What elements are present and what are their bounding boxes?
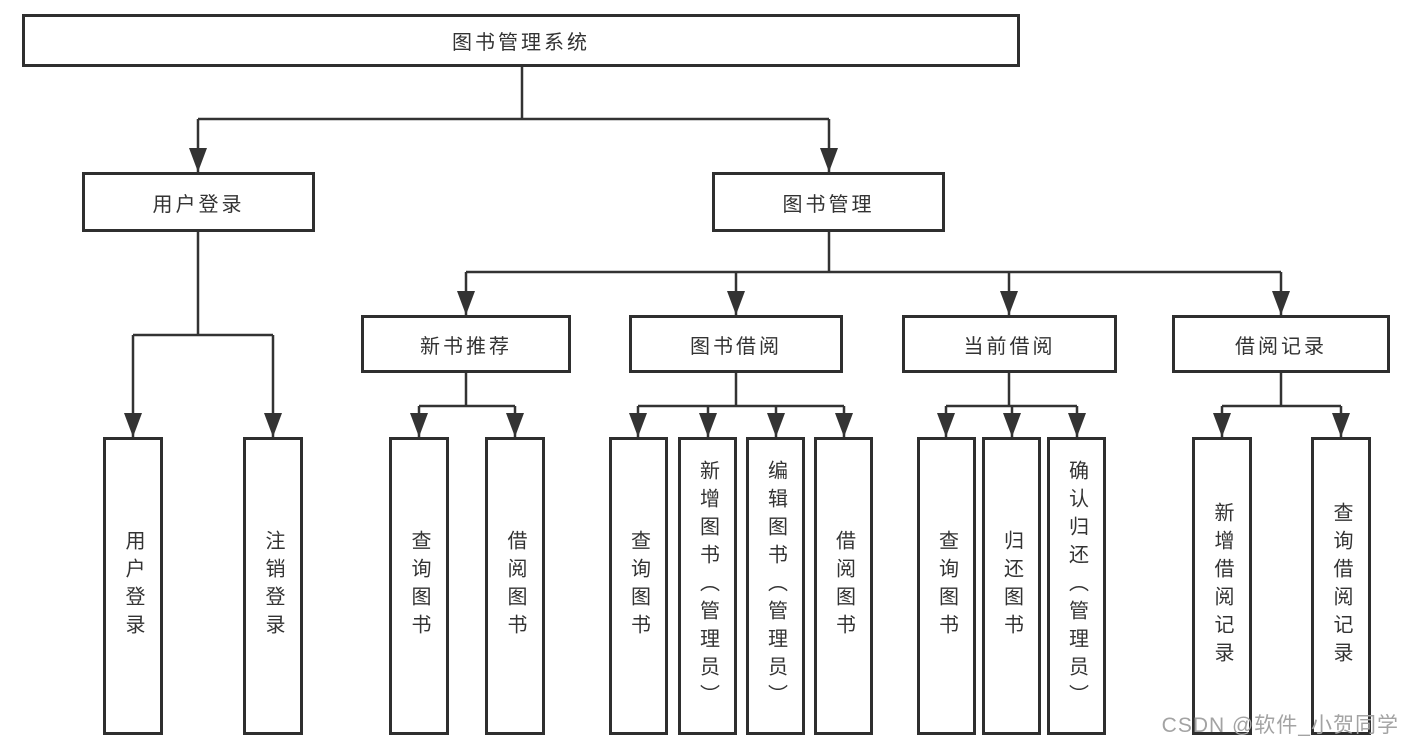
leaf-label: 归还图书 [1000,530,1023,642]
leaf-query-books-recommend: 查询图书 [389,437,449,735]
node-label: 借阅记录 [1235,335,1327,358]
node-book-borrow: 图书借阅 [629,315,843,373]
leaf-label: 查询图书 [627,530,650,642]
leaf-edit-book-admin: 编辑图书（管理员） [746,437,805,735]
leaf-add-book-admin: 新增图书（管理员） [678,437,737,735]
connector-borrow-to-leaves [629,373,853,437]
connector-management-to-level3 [457,232,1290,315]
leaf-label: 用户登录 [122,530,144,642]
leaf-label: 新增借阅记录 [1211,502,1233,670]
leaf-label: 查询图书 [408,530,430,642]
node-label: 新书推荐 [420,335,512,358]
leaf-return-books: 归还图书 [982,437,1041,735]
csdn-watermark: CSDN @软件_小贺同学 [1161,714,1399,737]
leaf-borrow-books: 借阅图书 [814,437,873,735]
connector-login-to-leaves [124,232,282,437]
leaf-label: 查询借阅记录 [1330,502,1352,670]
leaf-label: 借阅图书 [832,530,855,642]
leaf-borrow-books-recommend: 借阅图书 [485,437,545,735]
leaf-confirm-return-admin: 确认归还（管理员） [1047,437,1106,735]
leaf-label: 确认归还（管理员） [1065,460,1088,712]
leaf-label: 借阅图书 [504,530,526,642]
leaf-add-borrow-record: 新增借阅记录 [1192,437,1252,735]
node-current-borrow: 当前借阅 [902,315,1117,373]
leaf-logout: 注销登录 [243,437,303,735]
node-new-book-recommend: 新书推荐 [361,315,571,373]
connector-current-to-leaves [937,373,1086,437]
leaf-label: 查询图书 [935,530,958,642]
connector-recommend-to-leaves [410,373,524,437]
connector-root-to-level2 [189,67,838,172]
node-label: 图书管理系统 [452,32,590,54]
leaf-query-borrow-record: 查询借阅记录 [1311,437,1371,735]
leaf-query-books-current: 查询图书 [917,437,976,735]
leaf-user-login: 用户登录 [103,437,163,735]
node-book-management: 图书管理 [712,172,945,232]
node-label: 图书借阅 [690,335,782,358]
node-root-system: 图书管理系统 [22,14,1020,67]
leaf-query-books-borrow: 查询图书 [609,437,668,735]
leaf-label: 新增图书（管理员） [696,460,719,712]
connector-records-to-leaves [1213,373,1350,437]
node-borrow-records: 借阅记录 [1172,315,1390,373]
node-label: 图书管理 [782,193,875,216]
node-label: 用户登录 [152,193,245,216]
leaf-label: 编辑图书（管理员） [764,460,787,712]
node-label: 当前借阅 [963,335,1056,358]
node-user-login: 用户登录 [82,172,315,232]
leaf-label: 注销登录 [262,530,284,642]
